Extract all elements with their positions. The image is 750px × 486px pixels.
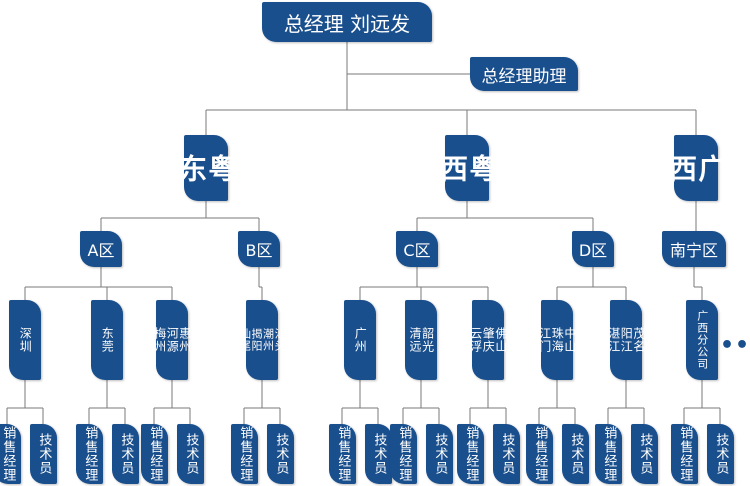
city-label: 深圳: [18, 327, 33, 353]
area-label: 南宁区: [669, 241, 718, 260]
ceo-box: 总经理 刘远发: [262, 2, 432, 42]
leaf-label: 销售经理: [463, 426, 479, 482]
technician-box: 技术员: [707, 424, 734, 484]
assistant-label: 总经理助理: [481, 66, 567, 87]
leaf-label: 技术员: [568, 433, 584, 475]
technician-box: 技术员: [177, 424, 204, 484]
technician-box: 技术员: [267, 424, 294, 484]
leaf-label: 销售经理: [0, 426, 16, 482]
area-a: A区: [80, 231, 122, 267]
region-guangxi: 广 西: [665, 135, 727, 201]
area-label: B区: [245, 241, 273, 260]
leaf-label: 销售经理: [82, 426, 98, 482]
leaf-label: 销售经理: [237, 426, 253, 482]
technician-box: 技术员: [365, 424, 392, 484]
city-label: 茂名 阳江 湛江: [606, 327, 646, 353]
leaf-label: 技术员: [713, 433, 729, 475]
leaf-label: 技术员: [36, 433, 52, 475]
city-label: 汕头 潮州 揭阳 汕尾: [238, 328, 287, 352]
technician-box: 技术员: [30, 424, 57, 484]
city-box: 佛山 肇庆 云浮: [468, 300, 508, 380]
leaf-label: 技术员: [499, 433, 515, 475]
leaf-label: 销售经理: [396, 426, 412, 482]
leaf-label: 技术员: [371, 433, 387, 475]
technician-box: 技术员: [562, 424, 589, 484]
city-box: 汕头 潮州 揭阳 汕尾: [238, 300, 286, 380]
leaf-label: 销售经理: [601, 426, 617, 482]
sales-manager-box: 销售经理: [141, 424, 168, 484]
leaf-label: 销售经理: [147, 426, 163, 482]
assistant-box: 总经理助理: [470, 57, 578, 91]
city-label: 中山 珠海 江门: [537, 327, 577, 353]
leaf-label: 销售经理: [335, 426, 351, 482]
technician-box: 技术员: [112, 424, 139, 484]
sales-manager-box: 销售经理: [457, 424, 484, 484]
city-label: 广西分公司: [695, 310, 709, 370]
region-yuedong: 粤 东: [175, 135, 237, 201]
technician-box: 技术员: [493, 424, 520, 484]
area-d: D区: [572, 231, 614, 267]
sales-manager-box: 销售经理: [231, 424, 258, 484]
leaf-label: 技术员: [637, 433, 653, 475]
city-box: 东莞: [91, 300, 123, 380]
sales-manager-box: 销售经理: [390, 424, 417, 484]
city-box: 深圳: [9, 300, 41, 380]
area-b: B区: [238, 231, 280, 267]
area-nanning: 南宁区: [662, 231, 726, 267]
leaf-label: 技术员: [183, 433, 199, 475]
leaf-label: 销售经理: [532, 426, 548, 482]
city-box: 茂名 阳江 湛江: [606, 300, 646, 380]
city-label: 佛山 肇庆 云浮: [468, 327, 508, 353]
sales-manager-box: 销售经理: [0, 424, 21, 484]
leaf-label: 技术员: [118, 433, 134, 475]
city-box: 中山 珠海 江门: [537, 300, 577, 380]
city-box: 广州: [344, 300, 376, 380]
ceo-label: 总经理 刘远发: [283, 11, 411, 36]
leaf-label: 技术员: [273, 433, 289, 475]
sales-manager-box: 销售经理: [671, 424, 698, 484]
area-label: C区: [403, 241, 431, 260]
sales-manager-box: 销售经理: [526, 424, 553, 484]
city-label: 韶光 清远: [408, 327, 435, 353]
more-ellipsis: •••: [720, 333, 750, 358]
region-yuexi: 粤 西: [436, 135, 498, 201]
region-label: 广 西: [665, 153, 728, 183]
technician-box: 技术员: [426, 424, 453, 484]
city-box: 韶光 清远: [405, 300, 437, 380]
leaf-label: 销售经理: [677, 426, 693, 482]
city-box: 惠州 河源 梅州: [152, 300, 192, 380]
area-label: A区: [87, 241, 115, 260]
technician-box: 技术员: [631, 424, 658, 484]
region-label: 粤 东: [175, 153, 238, 183]
city-box: 广西分公司: [686, 300, 718, 380]
sales-manager-box: 销售经理: [76, 424, 103, 484]
area-label: D区: [578, 241, 608, 260]
area-c: C区: [396, 231, 438, 267]
leaf-label: 技术员: [432, 433, 448, 475]
sales-manager-box: 销售经理: [595, 424, 622, 484]
city-label: 广州: [353, 327, 368, 353]
sales-manager-box: 销售经理: [329, 424, 356, 484]
city-label: 东莞: [100, 327, 115, 353]
region-label: 粤 西: [436, 153, 499, 183]
city-label: 惠州 河源 梅州: [152, 327, 192, 353]
